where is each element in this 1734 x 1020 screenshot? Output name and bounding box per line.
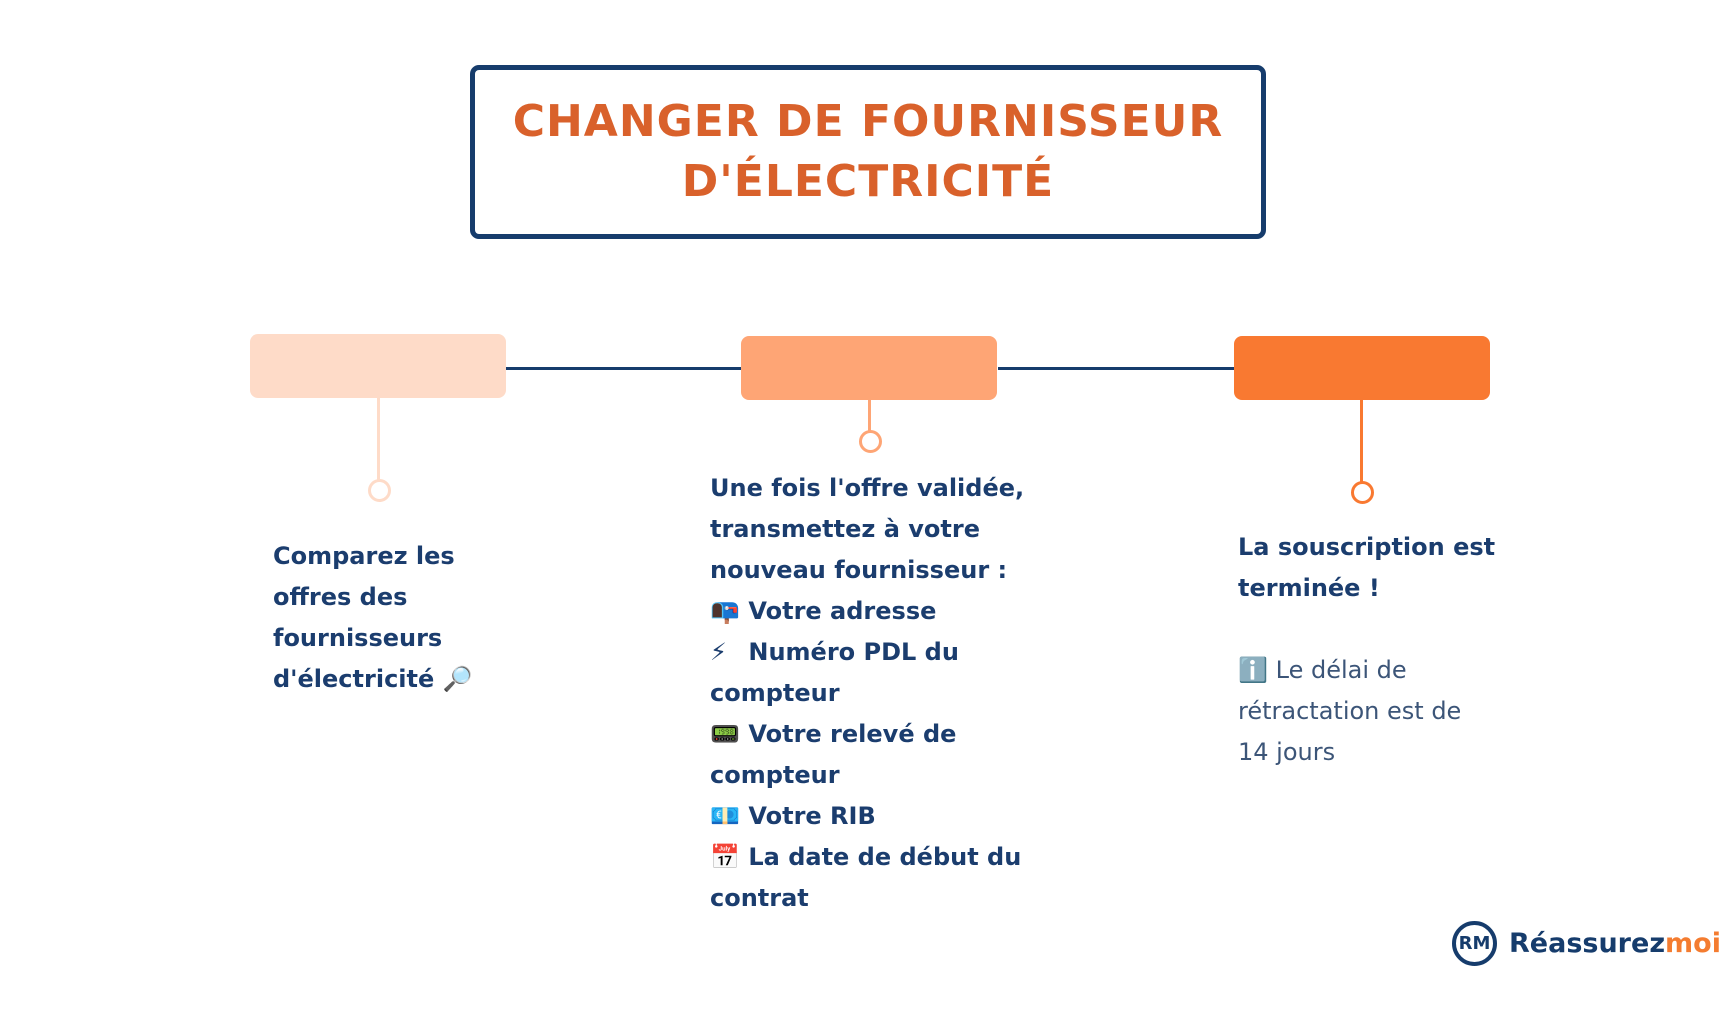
logo-name: Réassurez [1509, 928, 1666, 959]
step-2-intro-line: nouveau fournisseur : [710, 556, 1008, 584]
logo: RM Réassurezmoi [1452, 921, 1721, 966]
item-pdl: ⚡ Numéro PDL du [710, 632, 1024, 673]
item-address: 📭 Votre adresse [710, 591, 1024, 632]
item-date-cont: contrat [710, 884, 809, 912]
info-icon: ℹ️ [1238, 656, 1268, 684]
mailbox-icon: 📭 [710, 597, 740, 625]
step-1-line: d'électricité 🔎 [273, 665, 473, 693]
step-3-line: La souscription est [1238, 533, 1496, 561]
step-3-spacer [1238, 609, 1495, 650]
step-2-stem [868, 400, 871, 432]
step-3-note-line: ℹ️ Le délai de [1238, 650, 1495, 691]
step-3-line: terminée ! [1238, 574, 1380, 602]
timeline-line-1 [506, 367, 746, 370]
step-3-box [1234, 336, 1490, 400]
meter-icon: 📟 [710, 720, 740, 748]
item-pdl-text: Numéro PDL du [748, 638, 959, 666]
step-1-line: fournisseurs [273, 624, 443, 652]
step-3-marker [1351, 481, 1374, 504]
step-1-marker [368, 479, 391, 502]
logo-mark: RM [1452, 921, 1497, 966]
title-box: CHANGER DE FOURNISSEUR D'ÉLECTRICITÉ [470, 65, 1266, 239]
step-1-stem [377, 398, 380, 481]
item-rib: 💶 Votre RIB [710, 796, 1024, 837]
step-3-stem [1360, 400, 1363, 484]
step-2-box [741, 336, 997, 400]
item-meter: 📟 Votre relevé de [710, 714, 1024, 755]
calendar-icon: 📅 [710, 843, 740, 871]
step-2-marker [859, 430, 882, 453]
title-line-2: D'ÉLECTRICITÉ [681, 156, 1055, 207]
step-2-intro-line: transmettez à votre [710, 515, 980, 543]
item-date-text: La date de début du [748, 843, 1022, 871]
item-pdl-cont: compteur [710, 679, 840, 707]
item-meter-cont: compteur [710, 761, 840, 789]
title-line-1: CHANGER DE FOURNISSEUR [512, 96, 1224, 147]
item-meter-text: Votre relevé de [748, 720, 957, 748]
step-3-note-line: 14 jours [1238, 738, 1336, 766]
step-2-text: Une fois l'offre validée, transmettez à … [710, 468, 1024, 919]
step-3-note-line: rétractation est de [1238, 697, 1462, 725]
logo-accent: moi [1665, 928, 1721, 959]
item-rib-text: Votre RIB [748, 802, 876, 830]
step-3-text: La souscription est terminée ! ℹ️ Le dél… [1238, 527, 1495, 773]
item-address-text: Votre adresse [748, 597, 937, 625]
banknote-icon: 💶 [710, 802, 740, 830]
step-1-box [250, 334, 506, 398]
logo-text: Réassurezmoi [1509, 928, 1721, 959]
step-2-intro-line: Une fois l'offre validée, [710, 474, 1025, 502]
lightning-icon: ⚡ [710, 638, 727, 666]
step-1-line: Comparez les [273, 542, 455, 570]
step-1-text: Comparez les offres des fournisseurs d'é… [273, 536, 473, 700]
step-3-note-text: Le délai de [1275, 656, 1407, 684]
step-1-line: offres des [273, 583, 408, 611]
timeline-line-2 [998, 367, 1238, 370]
item-date: 📅 La date de début du [710, 837, 1024, 878]
